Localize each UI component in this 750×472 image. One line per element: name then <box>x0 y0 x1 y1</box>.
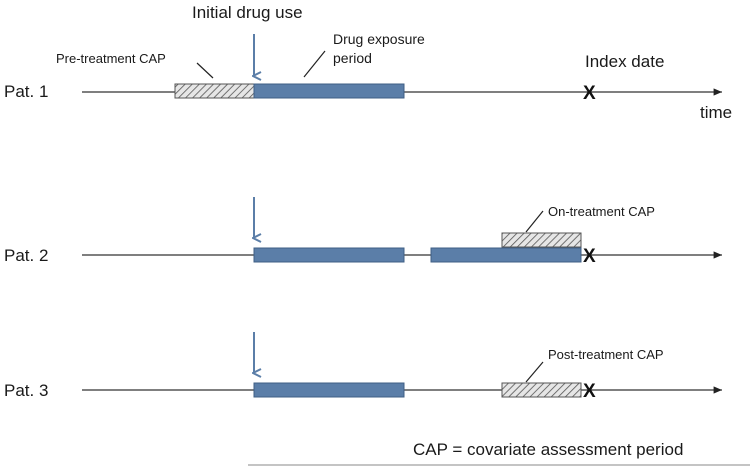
patient-2-index-date-marker: X <box>583 246 596 267</box>
drug-exposure-label-line1: Drug exposure <box>333 31 425 47</box>
drug-exposure-leader <box>303 50 326 78</box>
patient-2-row: Pat. 2 On-treatment CAP X <box>4 197 722 267</box>
post-treatment-cap-leader <box>525 361 544 383</box>
time-axis-label: time <box>700 103 732 122</box>
initial-drug-use-label: Initial drug use <box>192 3 303 22</box>
cap-definition-legend: CAP = covariate assessment period <box>413 440 683 459</box>
on-treatment-cap-leader <box>525 210 544 233</box>
patient-2-exposure-period-1 <box>253 247 405 263</box>
pre-treatment-cap-leader <box>196 62 214 79</box>
patient-2-on-treatment-cap <box>501 232 582 248</box>
patient-1-row: Pat. 1 X <box>4 34 722 104</box>
patient-2-label: Pat. 2 <box>4 246 48 265</box>
on-treatment-cap-label: On-treatment CAP <box>548 204 655 219</box>
patient-3-row: Pat. 3 Post-treatment CAP X <box>4 332 722 402</box>
post-treatment-cap-label: Post-treatment CAP <box>548 347 664 362</box>
drug-exposure-label-line2: period <box>333 50 372 66</box>
patient-3-post-treatment-cap <box>501 382 582 398</box>
patient-1-exposure-period <box>253 83 405 99</box>
patient-1-label: Pat. 1 <box>4 82 48 101</box>
patient-2-exposure-period-2 <box>430 247 582 263</box>
patient-1-pre-treatment-cap <box>174 83 255 99</box>
patient-3-index-date-marker: X <box>583 381 596 402</box>
pre-treatment-cap-label: Pre-treatment CAP <box>56 51 166 66</box>
patient-3-label: Pat. 3 <box>4 381 48 400</box>
patient-3-exposure-period <box>253 382 405 398</box>
patient-1-index-date-marker: X <box>583 83 596 104</box>
index-date-label: Index date <box>585 52 664 71</box>
